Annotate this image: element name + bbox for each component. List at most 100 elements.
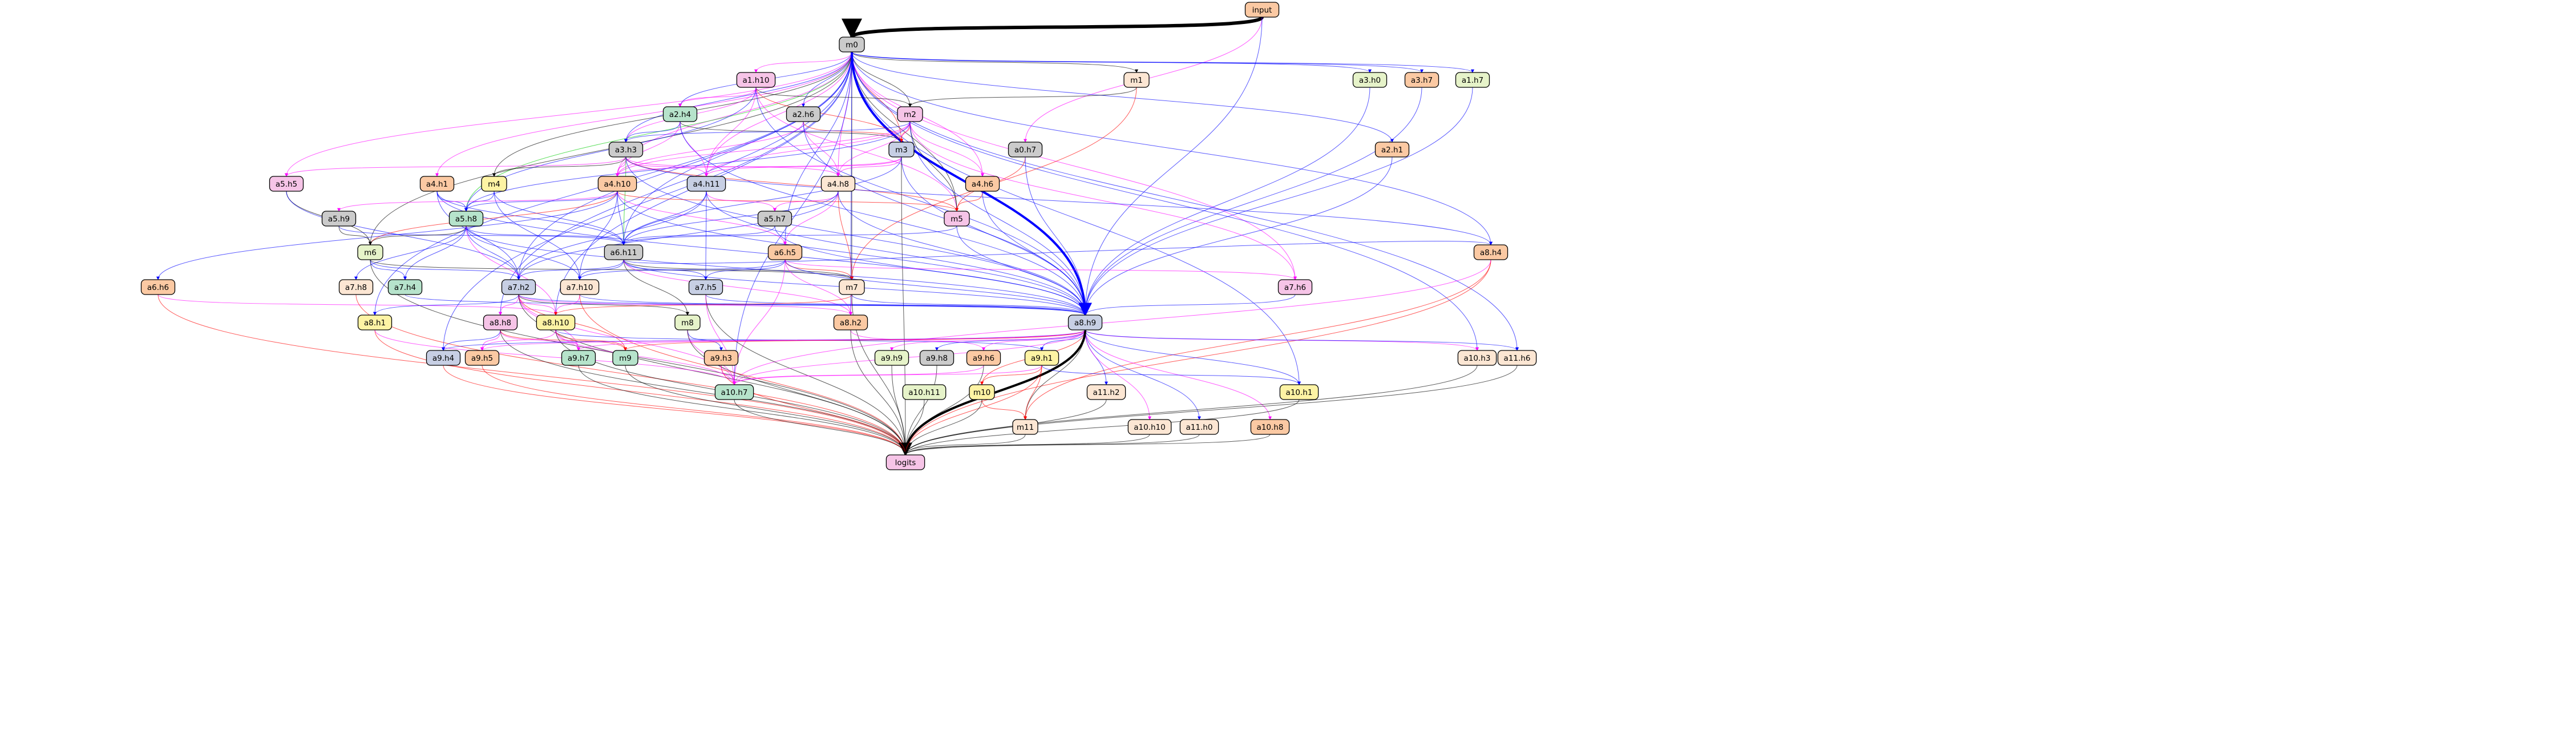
node-box (1374, 142, 1410, 158)
node-label: a11.h6 (1504, 354, 1531, 363)
node-box (426, 350, 461, 366)
edge-m0-to-a4.h11 (705, 51, 852, 177)
edge-a8.h8-to-m9 (500, 329, 627, 351)
edge-m10-to-logits (904, 399, 982, 455)
node-m3: m3 (888, 142, 915, 158)
node-a7-h8: a7.h8 (338, 279, 374, 295)
edge-a3.h3-to-m4 (492, 156, 626, 177)
edge-m3-to-a4.h11 (705, 156, 902, 177)
node-a1-h7: a1.h7 (1455, 72, 1490, 88)
node-a11-h2: a11.h2 (1086, 384, 1126, 400)
node-a11-h0: a11.h0 (1179, 419, 1219, 435)
node-label: m7 (846, 283, 858, 292)
edge-a3.h3-to-a6.h11 (622, 156, 626, 245)
edge-m10-to-m11 (981, 399, 1027, 420)
node-box (1277, 279, 1313, 295)
edge-a7.h6-to-a8.h9 (1083, 294, 1296, 316)
edge-a6.h11-to-m7 (623, 259, 854, 280)
node-a6-h6: a6.h6 (140, 279, 176, 295)
edge-a5.h7-to-a6.h11 (622, 225, 775, 245)
node-a6-h5: a6.h5 (767, 244, 803, 260)
node-a9-h3: a9.h3 (703, 350, 739, 366)
edge-a5.h9-to-m6 (338, 225, 372, 245)
node-box (919, 350, 955, 366)
node-box (965, 176, 1000, 192)
edge-a4.h10-to-a5.h8 (464, 191, 618, 212)
node-label: a6.h11 (610, 248, 637, 257)
node-a7-h2: a7.h2 (501, 279, 536, 295)
node-m5: m5 (944, 211, 970, 227)
node-a9-h4: a9.h4 (426, 350, 461, 366)
node-a0-h7: a0.h7 (1008, 142, 1043, 158)
node-m7: m7 (839, 279, 865, 295)
node-a9-h6: a9.h6 (966, 350, 1001, 366)
node-a5-h8: a5.h8 (448, 211, 484, 227)
node-box (536, 314, 576, 330)
edge-a8.h4-to-logits (904, 259, 1491, 455)
node-label: a4.h11 (693, 180, 720, 189)
edge-a6.h11-to-a7.h2 (517, 259, 624, 280)
edge-a6.h6-to-a8.h10 (157, 294, 557, 316)
node-box (1497, 350, 1537, 366)
node-a10-h11: a10.h11 (902, 384, 947, 400)
edge-m2-to-m5 (909, 121, 959, 212)
node-label: a5.h5 (276, 180, 297, 189)
node-a9-h1: a9.h1 (1024, 350, 1059, 366)
edge-m3-to-a4.h10 (616, 156, 902, 177)
edge-a10.h7-to-logits (734, 399, 907, 455)
node-a8-h10: a8.h10 (536, 314, 576, 330)
edge-a8.h10-to-m9 (555, 329, 627, 351)
node-label: m11 (1017, 423, 1034, 432)
node-label: a5.h8 (455, 215, 477, 224)
node-box (140, 279, 176, 295)
node-box (448, 211, 484, 227)
edge-a2.h6-to-a4.h8 (803, 121, 840, 177)
node-box (736, 72, 776, 88)
node-a10-h3: a10.h3 (1457, 350, 1497, 366)
edge-a9.h1-to-m11 (1024, 365, 1042, 420)
edge-m9-to-logits (625, 365, 907, 455)
edge-m0-to-a1.h10 (754, 51, 852, 73)
edge-m0-to-m1 (851, 51, 1138, 73)
node-m6: m6 (357, 244, 383, 260)
edge-a4.h10-to-m6 (369, 191, 618, 245)
node-a10-h8: a10.h8 (1250, 419, 1290, 435)
edge-a11.h6-to-logits (904, 365, 1518, 455)
edge-a4.h1-to-a6.h11 (436, 191, 625, 245)
node-box (1012, 419, 1038, 435)
edge-a4.h8-to-a7.h2 (517, 191, 839, 280)
node-box (969, 384, 995, 400)
node-m1: m1 (1123, 72, 1150, 88)
edge-a1.h10-to-m3 (755, 87, 903, 143)
node-a8-h8: a8.h8 (483, 314, 518, 330)
edge-a5.h8-to-a7.h10 (466, 225, 581, 280)
edge-a7.h10-to-logits (579, 294, 907, 455)
node-box (1086, 384, 1126, 400)
edge-a8.h9-to-a9.h1 (1040, 329, 1086, 351)
edge-a8.h2-to-a9.h6 (850, 329, 985, 351)
edge-a5.h8-to-a8.h10 (466, 225, 557, 316)
node-a3-h0: a3.h0 (1352, 72, 1388, 88)
node-box (757, 211, 792, 227)
node-box (357, 244, 383, 260)
node-label: a3.h7 (1411, 76, 1433, 85)
edge-a8.h10-to-a9.h5 (480, 329, 556, 351)
node-a7-h6: a7.h6 (1277, 279, 1313, 295)
edge-a8.h9-to-logits (899, 329, 1086, 457)
edge-a6.h11-to-a7.h10 (578, 259, 624, 280)
edge-m0-to-a10.h1 (851, 51, 1301, 385)
edge-a6.h5-to-a7.h10 (578, 259, 786, 280)
node-a10-h7: a10.h7 (714, 384, 754, 400)
edge-a8.h9-to-a9.h8 (935, 329, 1086, 351)
node-label: a8.h10 (543, 318, 569, 328)
edge-a4.h8-to-a8.h9 (838, 191, 1087, 316)
node-label: m3 (895, 146, 908, 155)
edge-a8.h4-to-a10.h7 (733, 259, 1491, 385)
node-label: a4.h8 (827, 180, 849, 189)
node-a6-h11: a6.h11 (604, 244, 644, 260)
edge-m0-to-a9.h4 (442, 51, 852, 351)
edge-a4.h6-to-m5 (955, 191, 983, 212)
edge-a5.h5-to-a7.h2 (286, 191, 520, 280)
edge-m0-to-a4.h1 (435, 51, 852, 177)
node-label: a7.h10 (567, 283, 593, 292)
